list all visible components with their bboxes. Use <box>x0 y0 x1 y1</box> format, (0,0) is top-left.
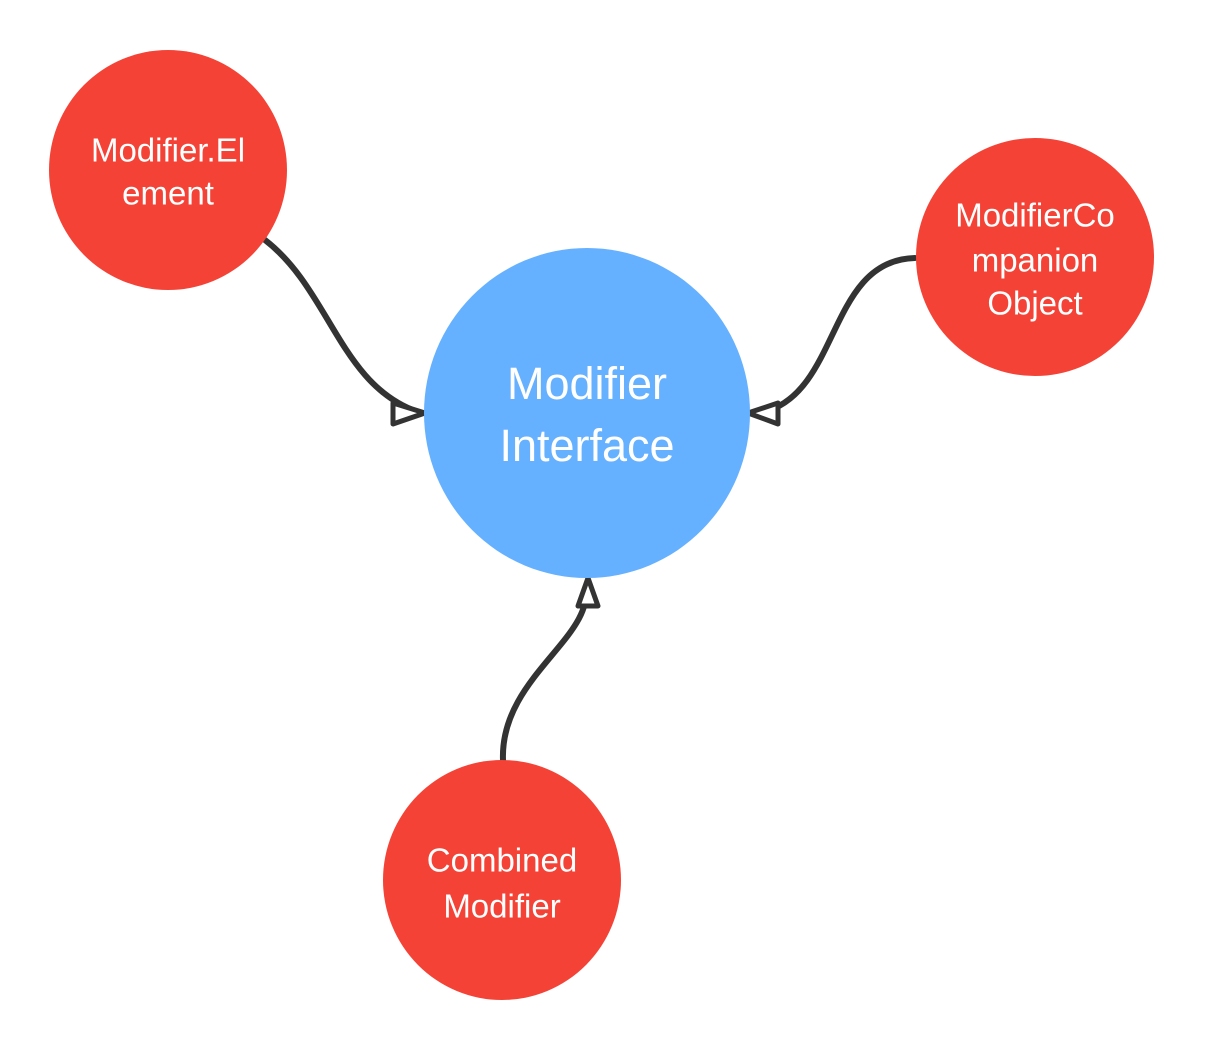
node-combined-modifier[interactable]: Combined Modifier <box>383 760 621 1000</box>
node-modifier-interface-label-line-1: Modifier <box>507 358 667 409</box>
node-modifier-element-label-line-2: ement <box>122 175 214 212</box>
node-modifier-companion-shape <box>916 138 1154 376</box>
node-combined-modifier-label-line-2: Modifier <box>443 888 560 925</box>
node-modifier-interface[interactable]: Modifier Interface <box>424 248 750 578</box>
node-combined-modifier-shape <box>383 760 621 1000</box>
edge-modifier-element-to-interface <box>262 237 421 415</box>
node-modifier-interface-label-line-2: Interface <box>499 420 674 471</box>
edge-companion-to-interface <box>767 255 918 413</box>
arrowhead-companion <box>745 400 781 427</box>
node-modifier-interface-shape <box>424 248 750 578</box>
node-modifier-companion-label-line-1: ModifierCo <box>955 197 1115 234</box>
node-modifier-companion[interactable]: ModifierCo mpanion Object <box>916 138 1154 376</box>
node-modifier-element[interactable]: Modifier.El ement <box>49 50 287 290</box>
node-modifier-companion-label-line-2: mpanion <box>972 242 1099 279</box>
node-combined-modifier-label-line-1: Combined <box>427 842 577 879</box>
node-modifier-element-label-line-1: Modifier.El <box>91 132 245 169</box>
edge-combined-to-interface <box>499 587 590 763</box>
arrowhead-combined <box>575 575 601 609</box>
arrowhead-modifier-element <box>390 400 428 427</box>
node-modifier-companion-label-line-3: Object <box>987 285 1082 322</box>
node-modifier-element-shape <box>49 50 287 290</box>
